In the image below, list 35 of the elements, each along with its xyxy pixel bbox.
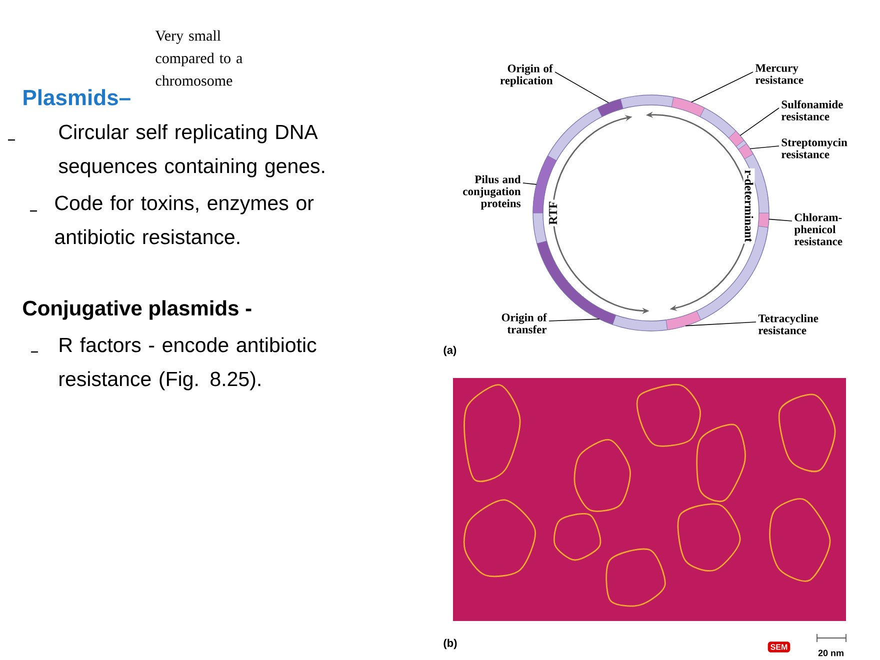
leader-line <box>740 108 780 136</box>
bullet-text: R factors - encode antibiotic resistance (Fig. 8.25). <box>60 337 316 390</box>
leader-line <box>750 146 780 150</box>
part-label: Origin of transfer <box>502 313 547 334</box>
leader-line <box>768 218 792 222</box>
ring-segment <box>758 212 770 228</box>
part-label: Chloram- phenicol resistance <box>794 213 842 246</box>
part-label: Sulfonamide resistance <box>782 100 843 120</box>
panel-label: (b) <box>444 638 457 650</box>
panel-label: (a) <box>444 346 456 356</box>
ring-segment <box>536 240 616 325</box>
part-label: Streptomycin resistance <box>782 138 848 158</box>
part-label: Pilus and conjugation proteins <box>463 175 521 210</box>
arc-label: r-determinant <box>743 168 755 244</box>
leader-line <box>690 72 754 103</box>
note-text: Very small compared to a chromosome <box>155 30 242 86</box>
bullet-text: Code for toxins, enzymes or antibiotic resistance. <box>55 195 314 244</box>
scale-label: 20 nm <box>818 650 844 656</box>
leader-line <box>548 318 600 322</box>
ring-segment <box>666 310 702 330</box>
leader-line <box>685 322 756 326</box>
part-label: Mercury resistance <box>755 64 804 84</box>
leader-line <box>554 72 610 104</box>
ring-segment <box>728 130 744 147</box>
part-label: Origin of replication <box>500 64 553 87</box>
part-label: Tetracycline resistance <box>758 314 818 334</box>
bullet-text: Circular self replicating DNA sequences containing genes. <box>58 124 324 178</box>
heading: Plasmids– <box>24 89 130 106</box>
ring-segment <box>738 143 754 160</box>
ring-segment <box>597 98 624 118</box>
arc-label: RTF <box>548 200 558 226</box>
sem-badge: SEM <box>768 642 790 652</box>
ring-segment <box>671 96 705 118</box>
leader-line <box>522 182 537 185</box>
subheading: Conjugative plasmids - <box>23 300 252 320</box>
